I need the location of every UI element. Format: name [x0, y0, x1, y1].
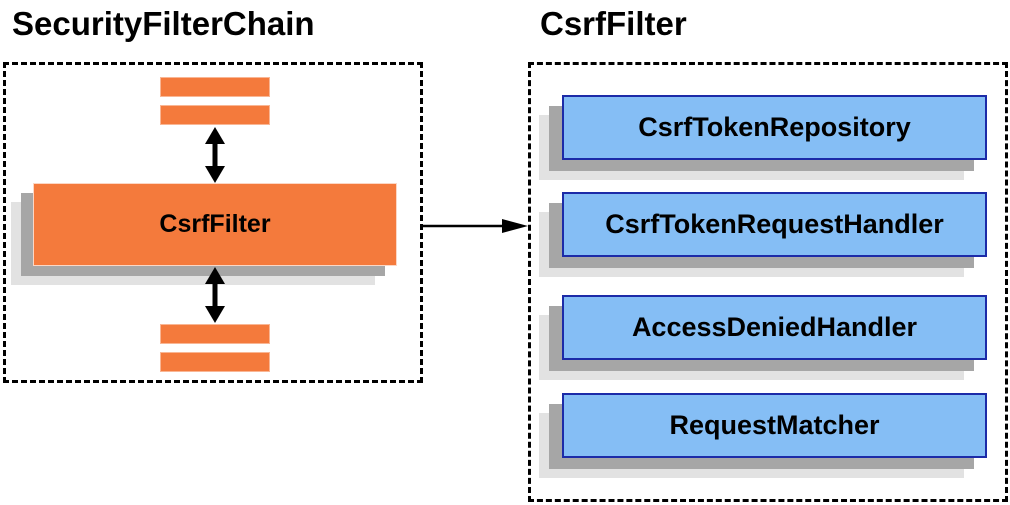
filter-bar	[160, 324, 270, 344]
filter-bar	[160, 352, 270, 372]
security-filter-chain-title: SecurityFilterChain	[12, 5, 315, 42]
arrow-right-icon	[423, 217, 528, 235]
component-box-csrf-token-repository: CsrfTokenRepository	[562, 95, 987, 160]
component-label: AccessDeniedHandler	[631, 312, 918, 342]
csrf-filter-title: CsrfFilter	[540, 5, 687, 42]
component-label: RequestMatcher	[669, 410, 880, 440]
csrf-filter-node: CsrfFilter	[33, 183, 397, 266]
component-box-csrf-token-request-handler: CsrfTokenRequestHandler	[562, 192, 987, 257]
security-filter-chain-container	[3, 62, 423, 383]
csrf-filter-container	[528, 62, 1008, 502]
component-label: CsrfTokenRequestHandler	[605, 209, 944, 239]
component-box-access-denied-handler: AccessDeniedHandler	[562, 295, 987, 360]
double-arrow-vertical-icon	[203, 267, 227, 323]
filter-bar	[160, 77, 270, 97]
csrf-filter-node-label: CsrfFilter	[159, 210, 271, 238]
component-box-request-matcher: RequestMatcher	[562, 393, 987, 458]
filter-bar	[160, 105, 270, 125]
double-arrow-vertical-icon	[203, 127, 227, 183]
component-label: CsrfTokenRepository	[638, 112, 911, 142]
